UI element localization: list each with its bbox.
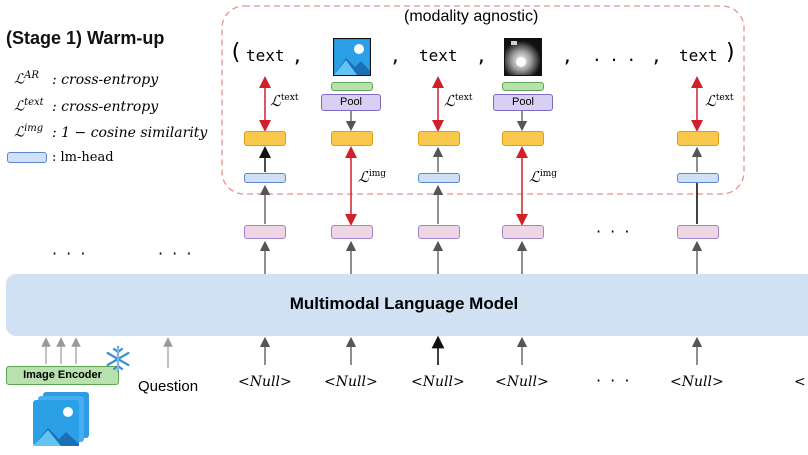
sequence-ellipsis: . . .	[592, 46, 636, 65]
loss-img-label-1: ℒimg	[358, 168, 386, 186]
null-token-1: <Null>	[238, 374, 292, 390]
image-green-bar-2	[502, 82, 544, 91]
loss-text-label-3: ℒtext	[705, 92, 734, 110]
ellipsis-left-1: · · ·	[52, 244, 88, 263]
null-token-3: <Null>	[411, 374, 465, 390]
hidden-state-box-3	[418, 225, 460, 239]
image-stack-icon	[33, 392, 89, 446]
modality-agnostic-group	[221, 5, 745, 195]
multimodal-language-model	[6, 274, 808, 336]
null-token-6-cropped: <	[794, 374, 806, 390]
legend-loss-ar-symbol: ℒAR	[14, 70, 39, 88]
null-token-2: <Null>	[324, 374, 378, 390]
text-token-2: text	[419, 46, 458, 65]
loss-text-label-2: ℒtext	[444, 92, 473, 110]
stage-title: (Stage 1) Warm-up	[6, 28, 165, 48]
hidden-state-box-5	[677, 225, 719, 239]
ellipsis-left-2: · · ·	[158, 244, 194, 263]
open-paren: (	[229, 40, 243, 65]
loss-img-label-2: ℒimg	[529, 168, 557, 186]
ellipsis-hidden: · · ·	[596, 222, 632, 241]
output-box-1	[244, 131, 286, 146]
output-box-3	[418, 131, 460, 146]
legend-loss-text-desc: : cross-entropy	[52, 99, 159, 115]
legend-loss-img-symbol: ℒimg	[14, 123, 44, 141]
comma-5: ,	[651, 46, 662, 67]
comma-1: ,	[292, 46, 303, 67]
pool-box-2: Pool	[493, 94, 553, 111]
image-encoder: Image Encoder	[6, 366, 119, 385]
pool-box-1: Pool	[321, 94, 381, 111]
output-box-5	[677, 131, 719, 146]
image-green-bar-1	[331, 82, 373, 91]
question-label: Question	[138, 378, 199, 395]
legend-loss-text-symbol: ℒtext	[14, 97, 44, 115]
model-label: Multimodal Language Model	[289, 294, 519, 313]
comma-4: ,	[562, 46, 573, 67]
output-box-4	[502, 131, 544, 146]
modality-agnostic-label: (modality agnostic)	[404, 8, 539, 25]
null-token-4: <Null>	[495, 374, 549, 390]
null-token-5: <Null>	[670, 374, 724, 390]
text-token-1: text	[246, 46, 285, 65]
comma-3: ,	[476, 46, 487, 67]
lm-head-box-2	[418, 173, 460, 183]
depth-map-thumbnail-icon	[504, 38, 542, 76]
legend-lm-head-desc: : lm-head	[52, 150, 114, 165]
hidden-state-box-2	[331, 225, 373, 239]
ellipsis-input: · · ·	[596, 371, 632, 390]
hidden-state-box-1	[244, 225, 286, 239]
lm-head-box-1	[244, 173, 286, 183]
image-thumbnail-icon	[333, 38, 371, 76]
output-box-2	[331, 131, 373, 146]
legend-loss-ar-desc: : cross-entropy	[52, 72, 159, 88]
comma-2: ,	[390, 46, 401, 67]
lm-head-swatch-icon	[7, 152, 47, 163]
legend-loss-img-desc: : 1 − cosine similarity	[52, 125, 208, 141]
hidden-state-box-4	[502, 225, 544, 239]
frozen-snowflake-icon	[106, 345, 130, 373]
lm-head-box-3	[677, 173, 719, 183]
text-token-3: text	[679, 46, 718, 65]
loss-text-label-1: ℒtext	[270, 92, 299, 110]
close-paren: )	[724, 40, 738, 65]
